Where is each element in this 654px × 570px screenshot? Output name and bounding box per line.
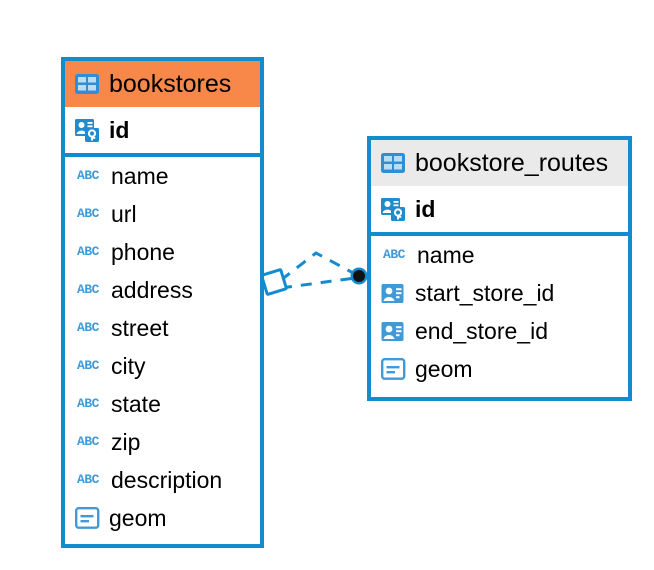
field-label: phone — [111, 238, 175, 265]
field-label: name — [111, 162, 169, 189]
field-label: geom — [109, 504, 167, 531]
primary-key-icon — [74, 117, 100, 143]
abc-text-icon: ABC — [77, 472, 99, 487]
field-row-start-store-id[interactable]: start_store_id — [371, 274, 628, 312]
abc-text-icon: ABC — [77, 358, 99, 373]
field-row-id[interactable]: id — [371, 186, 628, 232]
foreign-key-icon — [380, 318, 406, 344]
field-row-name[interactable]: ABC name — [371, 236, 628, 274]
relationship-line-lower — [280, 276, 356, 290]
field-row-description[interactable]: ABC description — [65, 461, 260, 499]
field-label: end_store_id — [415, 317, 548, 344]
field-row-geom[interactable]: geom — [65, 499, 260, 537]
entity-header-bookstore-routes[interactable]: bookstore_routes — [371, 140, 628, 186]
abc-text-icon: ABC — [77, 168, 99, 183]
field-label: id — [109, 116, 130, 143]
entity-bookstore-routes[interactable]: bookstore_routes id — [367, 136, 632, 401]
field-label: start_store_id — [415, 279, 555, 306]
table-icon — [74, 71, 100, 97]
field-label: id — [415, 195, 436, 222]
field-label: address — [111, 276, 193, 303]
field-row-end-store-id[interactable]: end_store_id — [371, 312, 628, 350]
field-row-state[interactable]: ABC state — [65, 385, 260, 423]
field-row-city[interactable]: ABC city — [65, 347, 260, 385]
field-label: url — [111, 200, 137, 227]
field-row-id[interactable]: id — [65, 107, 260, 153]
abc-text-icon: ABC — [77, 282, 99, 297]
abc-text-icon: ABC — [77, 206, 99, 221]
abc-text-icon: ABC — [77, 396, 99, 411]
entity-header-bookstores[interactable]: bookstores — [65, 61, 260, 107]
field-row-geom[interactable]: geom — [371, 350, 628, 388]
field-row-name[interactable]: ABC name — [65, 157, 260, 195]
field-label: street — [111, 314, 169, 341]
field-row-address[interactable]: ABC address — [65, 271, 260, 309]
entity-title: bookstores — [109, 69, 232, 98]
geometry-icon — [380, 356, 406, 382]
primary-key-divider — [371, 232, 628, 236]
geometry-icon — [74, 505, 100, 531]
field-row-url[interactable]: ABC url — [65, 195, 260, 233]
abc-text-icon: ABC — [77, 320, 99, 335]
entity-bookstores[interactable]: bookstores id ABC — [61, 57, 264, 548]
abc-text-icon: ABC — [77, 244, 99, 259]
foreign-key-icon — [380, 280, 406, 306]
field-label: geom — [415, 355, 473, 382]
filled-circle-marker — [350, 267, 368, 285]
abc-text-icon: ABC — [383, 247, 405, 262]
field-row-phone[interactable]: ABC phone — [65, 233, 260, 271]
field-label: name — [417, 241, 475, 268]
table-icon — [380, 150, 406, 176]
abc-text-icon: ABC — [77, 434, 99, 449]
primary-key-divider — [65, 153, 260, 157]
relationship-line-upper — [280, 251, 358, 282]
field-label: city — [111, 352, 146, 379]
field-label: description — [111, 466, 223, 493]
primary-key-icon — [380, 196, 406, 222]
entity-title: bookstore_routes — [415, 148, 609, 177]
diamond-marker — [260, 268, 288, 296]
field-row-street[interactable]: ABC street — [65, 309, 260, 347]
field-row-zip[interactable]: ABC zip — [65, 423, 260, 461]
field-label: state — [111, 390, 161, 417]
field-label: zip — [111, 428, 141, 455]
